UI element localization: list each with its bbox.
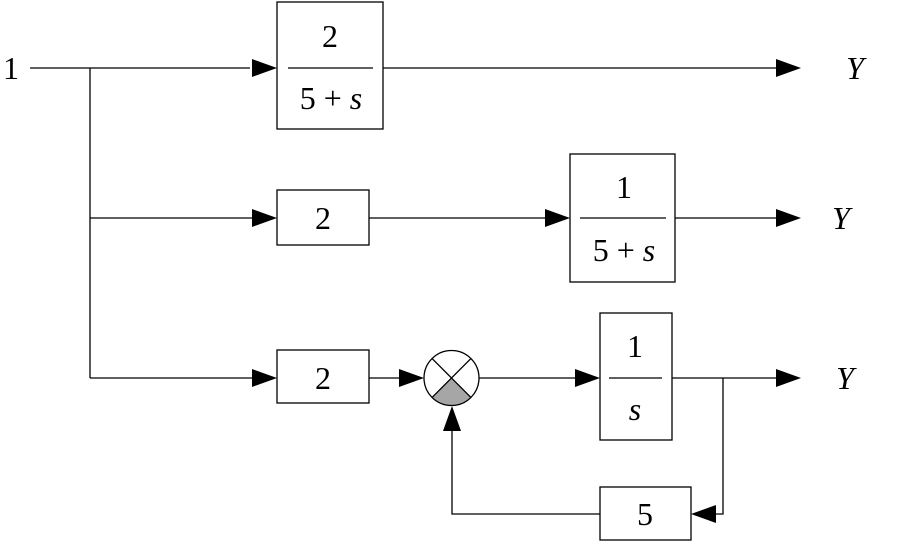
block-integrator: 1 s <box>599 312 673 441</box>
arrowhead-middle-gain-input <box>252 209 277 227</box>
arrowhead-middle-tf-input <box>545 209 570 227</box>
block-middle-gain: 2 <box>276 189 370 246</box>
integrator-numerator: 1 <box>627 328 643 364</box>
feedback-takeoff-line <box>716 378 724 515</box>
block-bottom-gain: 2 <box>276 349 370 404</box>
block-feedback-gain: 5 <box>599 486 692 541</box>
bottom-gain-value: 2 <box>315 360 331 396</box>
arrowhead-integrator-input <box>575 369 600 387</box>
arrowhead-bottom-output <box>776 369 801 387</box>
middle-gain-value: 2 <box>315 200 331 236</box>
arrowhead-top-output <box>776 59 801 77</box>
block-middle-transfer-function: 1 5+s <box>569 153 676 283</box>
output-label-top: Y <box>846 50 867 86</box>
arrowhead-top-tf-input <box>252 59 277 77</box>
input-label: 1 <box>3 50 19 86</box>
output-label-middle: Y <box>832 200 853 236</box>
output-label-bottom: Y <box>836 360 857 396</box>
feedback-return-line <box>451 430 600 515</box>
feedback-gain-value: 5 <box>637 496 653 532</box>
top-tf-denominator: 5+s <box>300 80 363 116</box>
arrowhead-middle-output <box>776 209 801 227</box>
summing-junction-shaded-sector <box>432 378 471 406</box>
integrator-denominator: s <box>629 391 641 427</box>
arrowhead-bottom-gain-input <box>252 369 277 387</box>
middle-tf-numerator: 1 <box>616 169 632 205</box>
top-tf-numerator: 2 <box>322 18 338 54</box>
middle-tf-denominator: 5+s <box>593 232 656 268</box>
arrowhead-sum-feedback-input <box>443 406 461 431</box>
arrowhead-sum-input <box>399 369 424 387</box>
summing-junction <box>423 349 480 407</box>
block-top-transfer-function: 2 5+s <box>276 1 384 130</box>
arrowhead-feedback-gain-input <box>691 505 716 523</box>
